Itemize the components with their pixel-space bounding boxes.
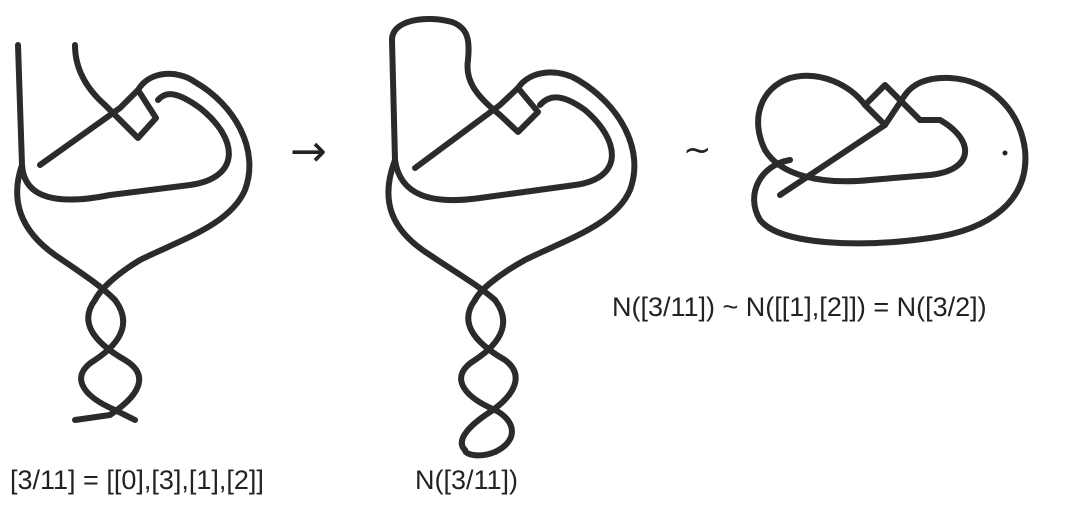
rightwards-arrow: → (290, 126, 327, 177)
tangle-twist-1 (72, 297, 143, 423)
simplified-diamond (862, 82, 923, 128)
tangle-lobe (92, 70, 253, 303)
tangle-diamond (37, 87, 159, 168)
simplified-cross (777, 122, 888, 198)
simplified-outer (751, 74, 1029, 247)
closure-twist-1 (458, 297, 519, 453)
simplified-left-loop (755, 72, 969, 185)
closure-diamond (412, 85, 541, 171)
tangle-caption: [3/11] = [[0],[3],[1],[2]] (10, 465, 264, 495)
equivalence-caption: N([3/11]) ~ N([[1],[2]]) = N([3/2]) (612, 292, 987, 322)
equivalence-symbol: ~ (683, 130, 712, 170)
tangle-strand-left (15, 42, 232, 203)
tangle-twist-2 (78, 297, 138, 423)
simplified-dot (1002, 150, 1008, 156)
closure-inner (392, 94, 615, 204)
closure-twist-2 (458, 297, 515, 459)
tangle-strand-top (72, 42, 125, 125)
closure-descend (385, 157, 498, 303)
numerator-caption: N([3/11]) (415, 465, 519, 495)
closure-lobe (472, 69, 638, 303)
closure-top-loop (389, 16, 503, 163)
tangle-strand-descend (14, 162, 118, 303)
